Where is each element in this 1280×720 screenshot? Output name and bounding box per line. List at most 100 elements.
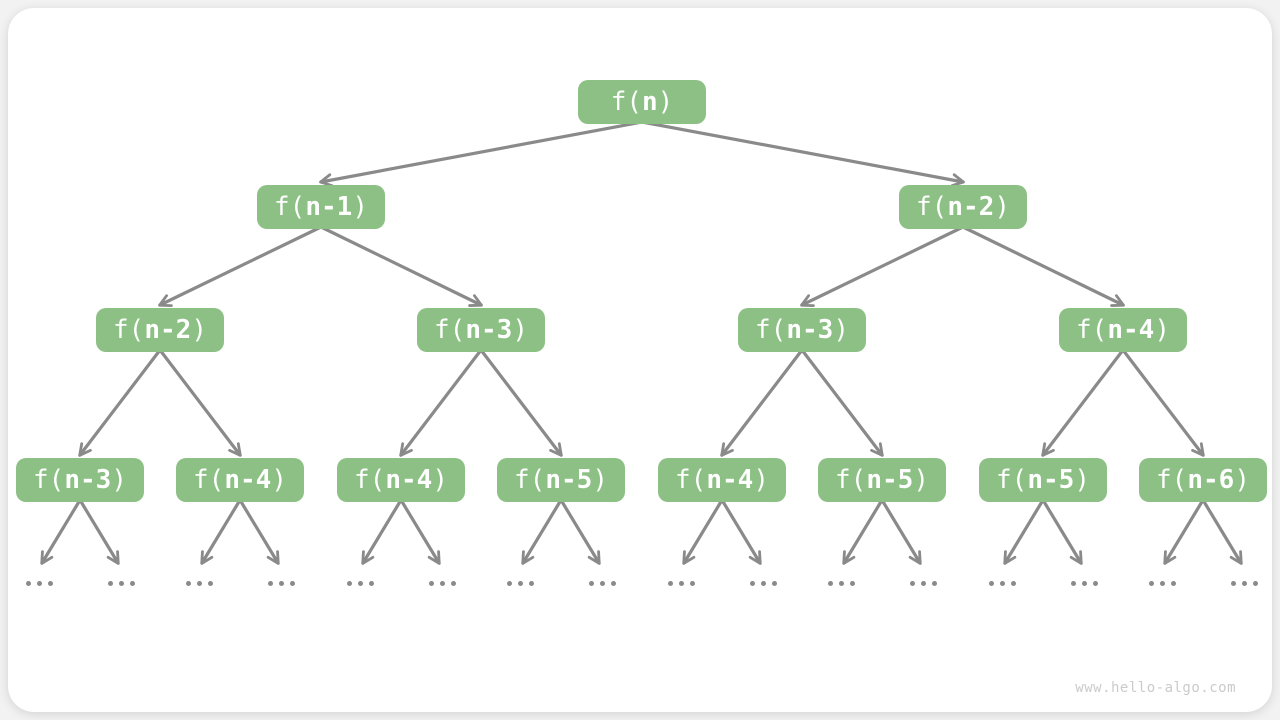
node-label-post: ) [592, 465, 608, 495]
ellipsis-dot [749, 580, 755, 586]
node-label-arg: n-5 [1027, 465, 1075, 495]
ellipsis-dot [610, 580, 616, 586]
ellipsis-dot [528, 580, 534, 586]
node-label-arg: n-2 [144, 315, 192, 345]
node-label-pre: f( [274, 192, 306, 222]
node-label-pre: f( [113, 315, 145, 345]
ellipsis-dot [599, 580, 605, 586]
node-label-pre: f( [33, 465, 65, 495]
ellipsis-dot [207, 580, 213, 586]
node-label-arg: n [642, 87, 658, 117]
tree-node-12-n-5: f(n-5) [818, 458, 946, 502]
ellipsis-dot [346, 580, 352, 586]
ellipsis-dot [368, 580, 374, 586]
ellipsis-dot [517, 580, 523, 586]
ellipsis-dot [920, 580, 926, 586]
ellipsis-dot [1241, 580, 1247, 586]
node-label-post: ) [994, 192, 1010, 222]
ellipsis-dot [771, 580, 777, 586]
ellipsis-dot [278, 580, 284, 586]
node-label-arg: n-1 [305, 192, 353, 222]
ellipsis-dot [1092, 580, 1098, 586]
node-label-post: ) [833, 315, 849, 345]
node-label-pre: f( [835, 465, 867, 495]
ellipsis-dot [999, 580, 1005, 586]
ellipsis-dots [107, 580, 135, 586]
node-label-post: ) [753, 465, 769, 495]
ellipsis-dot [185, 580, 191, 586]
ellipsis-dot [1070, 580, 1076, 586]
node-label-post: ) [1074, 465, 1090, 495]
watermark: www.hello-algo.com [1075, 680, 1236, 696]
node-label-arg: n-3 [786, 315, 834, 345]
node-label-pre: f( [1156, 465, 1188, 495]
ellipsis-dots [827, 580, 855, 586]
ellipsis-dot [827, 580, 833, 586]
node-label-arg: n-4 [224, 465, 272, 495]
tree-node-6-n-4: f(n-4) [1059, 308, 1187, 352]
tree-node-3-n-2: f(n-2) [96, 308, 224, 352]
tree-node-9-n-4: f(n-4) [337, 458, 465, 502]
tree-node-1-n-1: f(n-1) [257, 185, 385, 229]
ellipsis-dot [357, 580, 363, 586]
node-label-pre: f( [434, 315, 466, 345]
ellipsis-dots [749, 580, 777, 586]
ellipsis-dots [506, 580, 534, 586]
node-label-pre: f( [1076, 315, 1108, 345]
ellipsis-dot [689, 580, 695, 586]
node-label-post: ) [657, 87, 674, 117]
ellipsis-dot [25, 580, 31, 586]
node-label-post: ) [191, 315, 207, 345]
ellipsis-dot [289, 580, 295, 586]
ellipsis-dot [1148, 580, 1154, 586]
ellipsis-dots [25, 580, 53, 586]
node-label-arg: n-5 [545, 465, 593, 495]
ellipsis-dots [909, 580, 937, 586]
node-label-arg: n-5 [866, 465, 914, 495]
tree-node-4-n-3: f(n-3) [417, 308, 545, 352]
node-label-arg: n-4 [385, 465, 433, 495]
ellipsis-dots [346, 580, 374, 586]
node-label-pre: f( [916, 192, 948, 222]
node-label-post: ) [913, 465, 929, 495]
ellipsis-dots [988, 580, 1016, 586]
ellipsis-dot [107, 580, 113, 586]
node-label-pre: f( [755, 315, 787, 345]
ellipsis-dot [439, 580, 445, 586]
node-label-post: ) [1154, 315, 1170, 345]
ellipsis-dot [428, 580, 434, 586]
ellipsis-dot [1159, 580, 1165, 586]
tree-node-10-n-5: f(n-5) [497, 458, 625, 502]
tree-node-14-n-6: f(n-6) [1139, 458, 1267, 502]
node-label-arg: n-2 [947, 192, 995, 222]
node-label-post: ) [512, 315, 528, 345]
ellipsis-dot [36, 580, 42, 586]
ellipsis-dot [678, 580, 684, 586]
tree-node-0-n: f(n) [578, 80, 706, 124]
ellipsis-dots [667, 580, 695, 586]
ellipsis-dot [931, 580, 937, 586]
node-label-arg: n-6 [1187, 465, 1235, 495]
ellipsis-dots [1148, 580, 1176, 586]
ellipsis-dots [1230, 580, 1258, 586]
node-label-arg: n-4 [1107, 315, 1155, 345]
ellipsis-dots [267, 580, 295, 586]
ellipsis-dot [1010, 580, 1016, 586]
ellipsis-dot [118, 580, 124, 586]
node-label-pre: f( [193, 465, 225, 495]
ellipsis-dot [506, 580, 512, 586]
node-label-post: ) [1234, 465, 1250, 495]
ellipsis-dot [450, 580, 456, 586]
ellipsis-dots [185, 580, 213, 586]
ellipsis-dot [909, 580, 915, 586]
tree-node-11-n-4: f(n-4) [658, 458, 786, 502]
ellipsis-dot [838, 580, 844, 586]
node-label-pre: f( [996, 465, 1028, 495]
ellipsis-dot [1252, 580, 1258, 586]
ellipsis-dot [1170, 580, 1176, 586]
node-label-post: ) [111, 465, 127, 495]
ellipsis-dot [129, 580, 135, 586]
ellipsis-dot [47, 580, 53, 586]
